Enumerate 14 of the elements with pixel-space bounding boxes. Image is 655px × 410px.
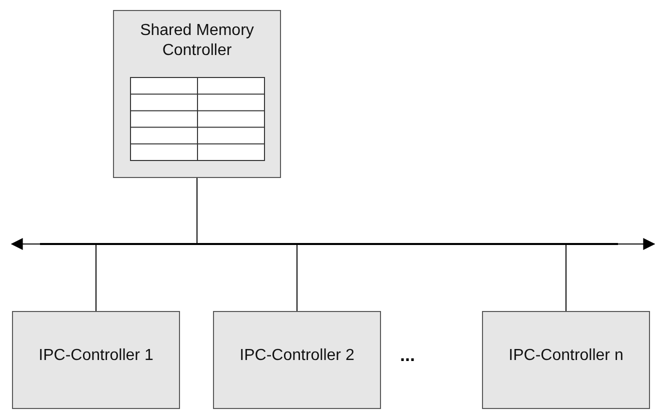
- arrow: [10, 238, 40, 250]
- controller-box: [482, 311, 650, 409]
- node-label: IPC-Controller n: [508, 346, 624, 366]
- ellipsis-label: ...: [400, 346, 416, 364]
- arrow: [618, 238, 655, 250]
- node-label: IPC-Controller 2: [238, 346, 356, 366]
- controller-box: [213, 311, 381, 409]
- connector-line: [196, 178, 198, 244]
- connector-line: [296, 244, 298, 312]
- bus-line: [40, 243, 618, 245]
- controller-box: [12, 311, 180, 409]
- node-label: Shared Memory Controller: [139, 21, 255, 61]
- node-label: IPC-Controller 1: [38, 346, 154, 366]
- controller-box: [113, 10, 281, 178]
